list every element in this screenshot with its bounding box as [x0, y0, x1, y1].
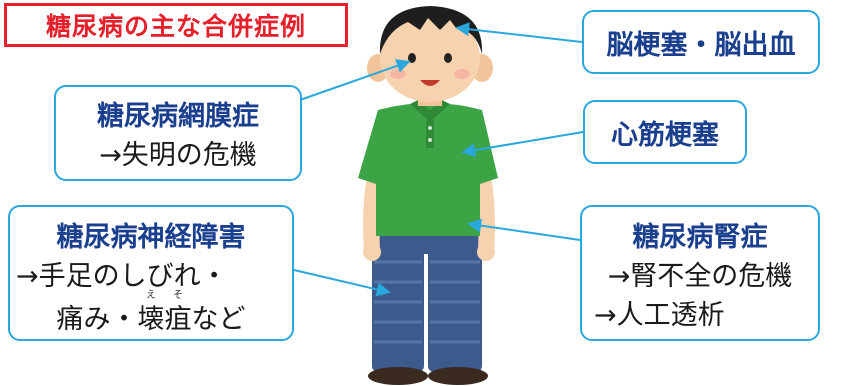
shirt [358, 100, 498, 236]
ruby-so-kanji: 疽 [164, 303, 192, 335]
nerve-detail-1: →手足のしびれ・ [16, 260, 228, 292]
person-illustration [358, 6, 498, 385]
nerve-heading: 糖尿病神経障害 [56, 221, 246, 253]
nerve-box: 糖尿病神経障害 →手足のしびれ・ 痛み・え壊そ疽など [8, 205, 294, 341]
heart-box: 心筋梗塞 [583, 100, 747, 164]
ruby-e: え壊 [137, 290, 165, 336]
nerve-detail-2: 痛み・え壊そ疽など [56, 290, 246, 336]
kidney-detail-1: →腎不全の危機 [607, 260, 793, 292]
page-title: 糖尿病の主な合併症例 [4, 3, 348, 47]
ruby-so: そ疽 [164, 290, 192, 336]
retina-detail: →失明の危機 [99, 140, 257, 171]
heart-label: 心筋梗塞 [611, 119, 719, 151]
ruby-so-reading: そ [173, 289, 183, 301]
mouth [420, 80, 440, 86]
brain-box: 脳梗塞・脳出血 [582, 10, 820, 74]
hair [379, 6, 483, 54]
pants [372, 226, 482, 372]
retina-heading: 糖尿病網膜症 [97, 101, 259, 132]
ruby-e-reading: え [146, 289, 156, 301]
ruby-e-kanji: 壊 [137, 303, 165, 335]
nerve-detail-2-post: など [191, 303, 246, 335]
kidney-detail-2: →人工透析 [594, 299, 725, 331]
retina-box: 糖尿病網膜症 →失明の危機 [54, 85, 302, 181]
brain-label: 脳梗塞・脳出血 [606, 29, 796, 61]
nerve-detail-2-pre: 痛み・ [56, 303, 138, 335]
kidney-box: 糖尿病腎症 →腎不全の危機 →人工透析 [580, 205, 820, 341]
right-shoe [428, 367, 488, 385]
kidney-heading: 糖尿病腎症 [632, 221, 768, 253]
left-shoe [368, 367, 428, 385]
